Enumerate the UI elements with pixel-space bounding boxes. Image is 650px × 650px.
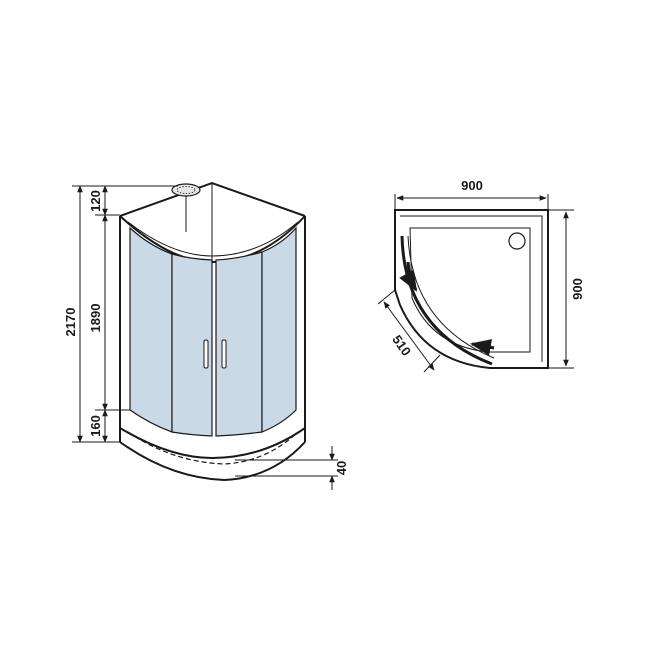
tray-bottom-curve bbox=[119, 441, 306, 482]
dim-plan-depth: 900 bbox=[570, 278, 585, 300]
glass-left-panel bbox=[129, 226, 173, 433]
door-handle-right bbox=[221, 339, 227, 369]
door-arrow-bottom bbox=[469, 339, 495, 356]
cabin-top-curve-inner bbox=[127, 221, 299, 257]
dim-tray-lip: 40 bbox=[334, 461, 349, 475]
dimension-lines-plan bbox=[377, 194, 574, 373]
front-view: 2170 120 1890 160 40 bbox=[63, 181, 349, 490]
drain-icon bbox=[508, 232, 526, 250]
door-handle-left bbox=[203, 339, 209, 369]
dim-top: 120 bbox=[88, 190, 103, 212]
dim-plan-width: 900 bbox=[461, 178, 483, 193]
dim-plan-door: 510 bbox=[389, 332, 414, 358]
tray-top-curve bbox=[119, 427, 306, 460]
shower-head-icon bbox=[171, 183, 201, 232]
plan-view: 900 900 510 bbox=[377, 178, 585, 373]
tray-dashed-curve bbox=[127, 431, 299, 465]
glass-right-panel bbox=[261, 226, 297, 433]
dim-total-height: 2170 bbox=[63, 308, 78, 337]
plan-outer-outline bbox=[394, 209, 549, 369]
door-arrow-left bbox=[399, 261, 418, 292]
plan-inner-wall bbox=[400, 215, 543, 362]
glass-panels bbox=[129, 226, 297, 437]
glass-left-door bbox=[171, 253, 213, 437]
dim-tray: 160 bbox=[88, 415, 103, 437]
dim-glass: 1890 bbox=[88, 304, 103, 333]
dimension-lines-front bbox=[72, 185, 338, 490]
